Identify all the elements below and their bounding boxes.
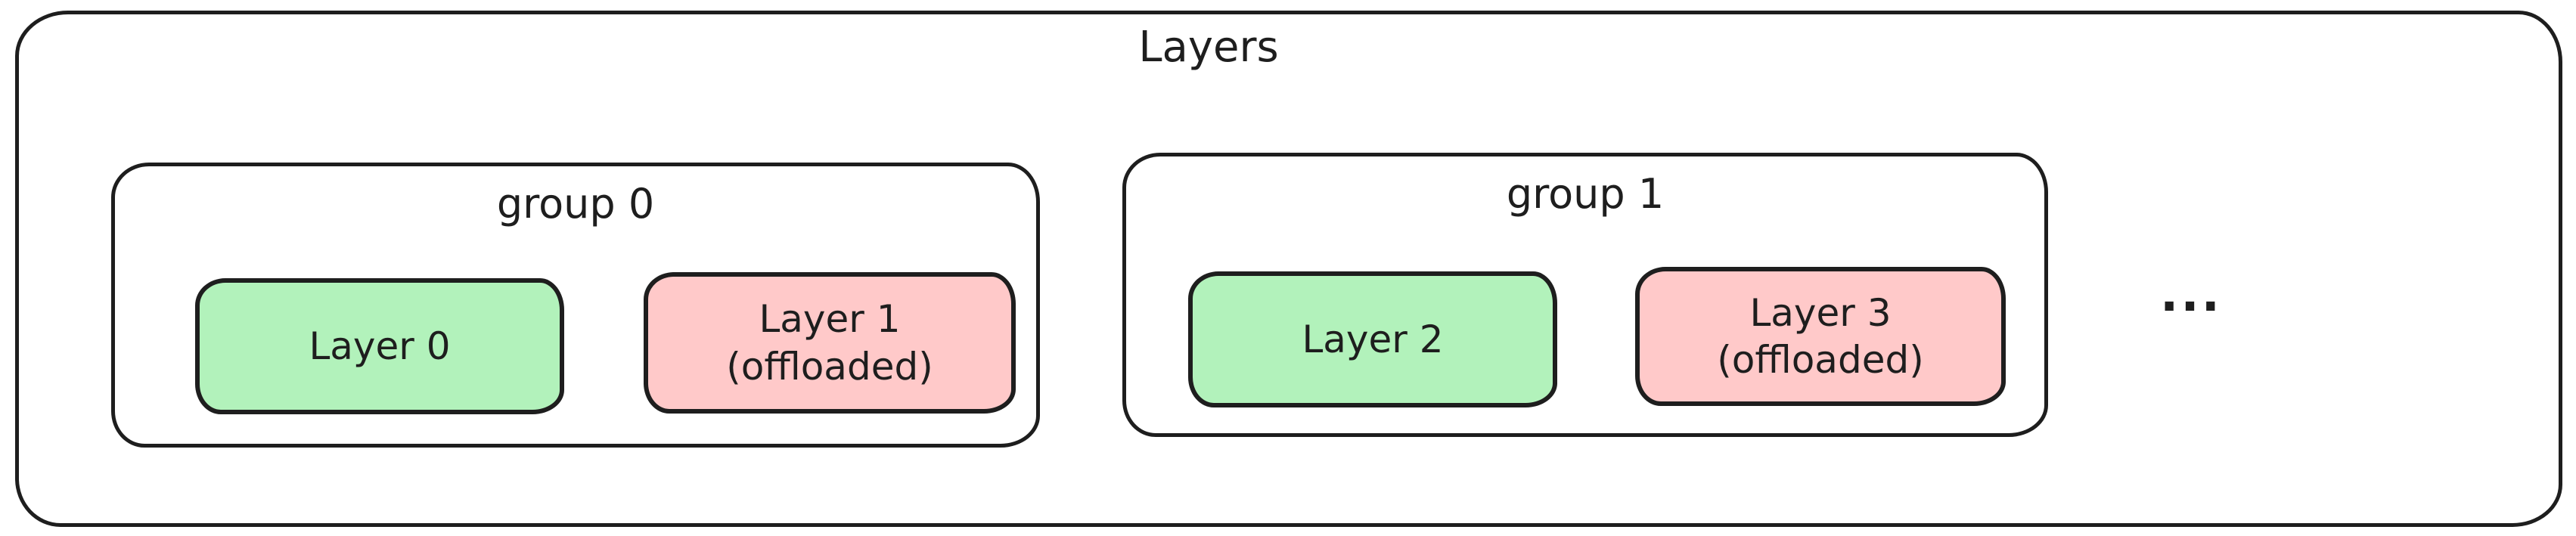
layers-title: Layers: [1138, 23, 1279, 72]
layer-3-box: Layer 3 (offloaded): [1635, 267, 2006, 406]
layer-2-label: Layer 2: [1302, 317, 1444, 361]
layer-1-box: Layer 1 (offloaded): [644, 272, 1016, 414]
layer-0-box: Layer 0: [195, 278, 564, 414]
layer-2-box: Layer 2: [1188, 271, 1557, 407]
layers-container-box: [15, 11, 2562, 527]
ellipsis-text: ...: [2160, 267, 2222, 323]
layer-1-sublabel: (offloaded): [726, 344, 933, 389]
layer-1-label: Layer 1: [759, 297, 901, 341]
layer-0-label: Layer 0: [309, 324, 451, 368]
group-1-box: group 1 Layer 2 Layer 3 (offloaded): [1122, 153, 2048, 437]
group-0-box: group 0 Layer 0 Layer 1 (offloaded): [111, 163, 1040, 448]
group-0-label: group 0: [496, 180, 655, 228]
layer-3-sublabel: (offloaded): [1717, 338, 1924, 382]
group-1-label: group 1: [1506, 170, 1665, 218]
layer-3-label: Layer 3: [1749, 290, 1892, 335]
